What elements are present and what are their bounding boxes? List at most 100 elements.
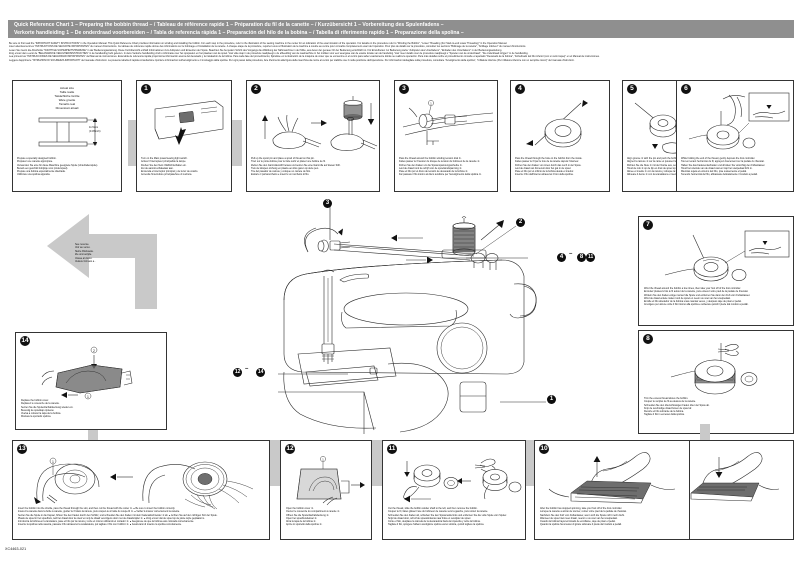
caption-line: Replace the bobbin cover. xyxy=(21,399,49,402)
see-reverse-line: Voir au verso. xyxy=(75,246,91,250)
caption-line: Setzen Sie die Spule in die Kapsel, führ… xyxy=(18,513,218,517)
caption-line: After the bobbin has stopped spinning, t… xyxy=(540,507,623,510)
caption-line: Corte el hilo, desplace la cárcela de la… xyxy=(388,520,481,524)
caption-line: Enrolle el hilo alrededor de la bobina u… xyxy=(644,300,742,304)
caption-line: Führen Sie den Faden um die Spulenspannu… xyxy=(399,163,463,167)
caption-line: Turn on the Main power/sewing light swit… xyxy=(141,157,188,160)
panel-7: 7 Wind the thread around the bobbin a fe… xyxy=(638,216,794,326)
callout-dash: – xyxy=(569,251,573,257)
caption-line: Halten Sie das Fadenende/Faden und drück… xyxy=(681,163,766,167)
svg-text:1: 1 xyxy=(430,102,432,106)
bobbin-hole-illustration xyxy=(526,100,588,148)
see-reverse-line: Siehe Rückseite. xyxy=(75,249,94,253)
caption-line: Introduzca la bobina en la lanzadera, pa… xyxy=(18,520,195,524)
caption-line: Insérez la canette dans la boîte à canet… xyxy=(18,510,180,514)
panel-7-caption: Wind the thread around the bobbin a few … xyxy=(644,287,794,307)
caption-line: Nachdem Sie den Fuß vom Fußanlasser, wen… xyxy=(540,513,625,517)
panel-actual-size-caption: Prepare a specially designed bobbin. Pré… xyxy=(17,157,121,177)
caption-line: Vuelva a colocar la tapa de la bobina. xyxy=(21,412,62,416)
caption-line: Plaats de spoel in het spoelhuis, leid h… xyxy=(18,516,205,520)
caption-line: Führen Sie den Faden von innen durch das… xyxy=(515,163,582,167)
panel-7-number: 7 xyxy=(643,220,653,230)
caption-line: Lorsque la canette a arrêté de tourner, … xyxy=(540,510,627,514)
actual-size-dim-inch: (0.45inch) xyxy=(89,130,101,133)
caption-line: Mientras sujeta el extremo del hilo, pis… xyxy=(681,170,747,174)
svg-text:1: 1 xyxy=(322,458,324,462)
caption-line: Prepare una bobina especialmente diseñad… xyxy=(17,170,66,174)
caption-line: Tagliare il filo in eccesso dalla spolin… xyxy=(644,413,685,417)
caption-line: Schneiden Sie den überschüssigen Faden ü… xyxy=(644,403,710,407)
panel-1-number: 1 xyxy=(141,84,151,94)
caption-line: Tagliare il filo, spingere l'albero avvo… xyxy=(388,523,485,527)
caption-line: Pase el hilo por el disco de tensión de … xyxy=(399,170,469,174)
open-bobbin-cover-illustration: 1 xyxy=(296,456,365,506)
machine-callout-11: 11 xyxy=(586,253,596,263)
caption-line: Cuando la bobina haya terminado de enrol… xyxy=(540,520,616,524)
intro-it: Leggere dapprima le "ISTRUZIONI DI SICUR… xyxy=(9,58,575,62)
actual-size-label-4: Tamaño real xyxy=(59,102,75,106)
machine-callout-12: 12 xyxy=(233,368,243,378)
panel-1-caption: Turn on the Main power/sewing light swit… xyxy=(141,157,231,177)
panel-3-number: 3 xyxy=(399,84,409,94)
machine-callout-1: 1 xyxy=(547,395,557,405)
caption-line: Trek de klospen omhoog en plaats een klo… xyxy=(251,166,319,170)
caption-line: Zet de aan/uit-schakelaar aan. xyxy=(141,166,174,170)
caption-line: Wickeln Sie den Faden einige mal auf die… xyxy=(644,293,751,297)
caption-line: Ziehen Sie den Garnrollenstift heraus un… xyxy=(251,163,341,167)
caption-line: Enroulez plusieurs fois le fil autour de… xyxy=(644,290,749,294)
panel-11-caption: Cut the thread, slide the bobbin winder … xyxy=(388,507,526,527)
svg-text:2: 2 xyxy=(93,349,95,353)
actual-size-dim-mm: 11.5mm xyxy=(89,126,99,129)
foot-controller-illustration xyxy=(688,92,790,150)
intro-de: Lesen Sie zuerst die Abschnitte "WICHTIG… xyxy=(9,48,502,52)
panel-2: 2 Pull up t xyxy=(246,80,380,192)
caption-line: Houd het uiteinde van de draad vast en t… xyxy=(681,166,753,170)
panel-13-number: 13 xyxy=(17,444,27,454)
panel-8-caption: Trim the excess thread above the bobbin.… xyxy=(644,397,794,417)
caption-line: Trim the excess thread above the bobbin. xyxy=(644,397,689,400)
panel-10-number: 10 xyxy=(539,444,549,454)
caption-line: Inserire il filo dall'interno attraverso… xyxy=(515,173,574,177)
panel-6: 6 While holding the end of the thread, g… xyxy=(676,80,794,192)
caption-line: Activez l'interrupteur principal/de la l… xyxy=(141,160,187,164)
panel-6-number: 6 xyxy=(681,84,691,94)
intro-multilingual-block: Be sure to first read the "IMPORTANT SAF… xyxy=(9,42,795,62)
caption-line: Pull up the spool pin and place a spool … xyxy=(251,157,315,160)
see-reverse-line: Zie ommezijde. xyxy=(75,253,92,257)
wind-thread-illustration xyxy=(664,230,790,282)
panel-5-number: 5 xyxy=(627,84,637,94)
separator xyxy=(524,440,534,486)
machine-callout-8: 8 xyxy=(577,253,587,263)
document-id: XC4463-021 xyxy=(5,547,27,551)
intro-fr: Lisez attentivement les "INSTRUCTIONS DE… xyxy=(9,45,527,49)
caption-line: Avvolgere per alcune volte il filo intor… xyxy=(644,303,749,307)
panel-12-number: 12 xyxy=(285,444,295,454)
caption-line: Wind de draad enkele malen rond de spoel… xyxy=(644,296,731,300)
see-reverse-arrow xyxy=(47,214,157,309)
spool-pin-illustration xyxy=(262,96,378,151)
insert-bobbin-shuttle-illustration: 1 xyxy=(34,457,254,510)
separator xyxy=(88,424,98,442)
caption-line: Ouvrez le couvercle du compartiment à ca… xyxy=(286,510,340,514)
panel-4: 4 Pass the thread through the hole on th… xyxy=(510,80,610,192)
caption-line: Utilizzare una spolina apposita. xyxy=(17,173,51,177)
caption-line: Tire del pasador de carrete y coloque un… xyxy=(251,170,311,174)
svg-text:1: 1 xyxy=(87,395,89,399)
step-on-pedal-illustration xyxy=(664,452,780,502)
panel-3: 3 1 Pass the thread around the bobbin wi… xyxy=(394,80,498,192)
trim-thread-illustration xyxy=(670,343,758,395)
intro-en: Be sure to first read the "IMPORTANT SAF… xyxy=(9,42,508,45)
separator xyxy=(700,424,710,442)
caption-line: Cut the thread, slide the bobbin winder … xyxy=(388,507,478,510)
caption-line: Tout en tenant l'extrémité du fil, appuy… xyxy=(681,160,765,164)
caption-line: Coupez le fil, faites glisser l'axe du b… xyxy=(388,510,488,514)
actual-size-label-1: Taille réelle xyxy=(59,90,75,94)
panel-4-number: 4 xyxy=(515,84,525,94)
cut-thread-remove-bobbin-illustration xyxy=(403,458,522,503)
actual-size-label-0: Actual size xyxy=(60,86,74,90)
caption-line: Far passare il filo intorno al disco ten… xyxy=(399,173,482,177)
see-reverse-line: Véase al dorso. xyxy=(75,256,93,260)
caption-line: Drehen Sie den Netz-/Nählichtschalter ei… xyxy=(141,163,187,167)
caption-line: Coupez le surplus de fil au-dessus de la… xyxy=(644,400,696,404)
